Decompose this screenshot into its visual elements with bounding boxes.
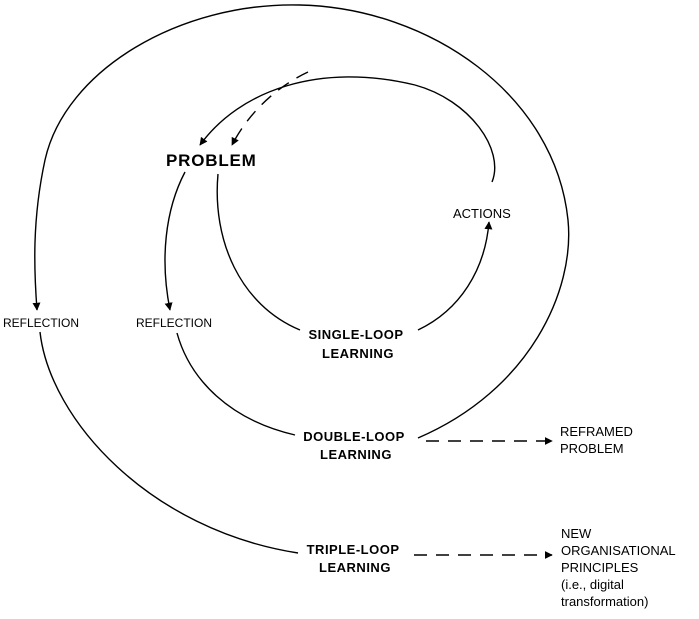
- triple-loop-line-2: LEARNING: [319, 560, 391, 575]
- triple-loop-label: TRIPLE-LOOP LEARNING: [307, 542, 404, 575]
- problem-label: PROBLEM: [166, 151, 257, 170]
- single-loop-line-2: LEARNING: [322, 346, 394, 361]
- reframed-problem-label: REFRAMED PROBLEM: [560, 424, 637, 456]
- double-loop-lower-curve: [176, 332, 296, 436]
- triple-loop-lower-curve: [39, 331, 299, 554]
- actions-label: ACTIONS: [453, 206, 511, 221]
- single-loop-line-1: SINGLE-LOOP: [309, 327, 404, 342]
- double-loop-left-curve: [164, 171, 186, 311]
- principles-line-3: PRINCIPLES: [561, 560, 639, 575]
- new-principles-label: NEW ORGANISATIONAL PRINCIPLES (i.e., dig…: [561, 526, 679, 609]
- reframed-line-2: PROBLEM: [560, 441, 624, 456]
- reflection-outer-label: REFLECTION: [3, 316, 79, 330]
- principles-line-4: (i.e., digital: [561, 577, 624, 592]
- single-loop-dashed-return: [231, 71, 309, 146]
- double-loop-upper-curve: [199, 76, 416, 146]
- principles-line-2: ORGANISATIONAL: [561, 543, 675, 558]
- single-loop-left-curve: [216, 173, 301, 331]
- reflection-inner-label: REFLECTION: [136, 316, 212, 330]
- triple-loop-curve: [32, 4, 570, 439]
- principles-line-1: NEW: [561, 526, 592, 541]
- double-loop-label: DOUBLE-LOOP LEARNING: [303, 429, 408, 462]
- single-loop-label: SINGLE-LOOP LEARNING: [309, 327, 408, 361]
- triple-loop-line-1: TRIPLE-LOOP: [307, 542, 400, 557]
- single-loop-right-curve: [417, 221, 493, 331]
- reframed-line-1: REFRAMED: [560, 424, 633, 439]
- double-loop-line-1: DOUBLE-LOOP: [303, 429, 404, 444]
- principles-line-5: transformation): [561, 594, 648, 609]
- double-loop-line-2: LEARNING: [320, 447, 392, 462]
- double-loop-right-curve: [414, 84, 496, 183]
